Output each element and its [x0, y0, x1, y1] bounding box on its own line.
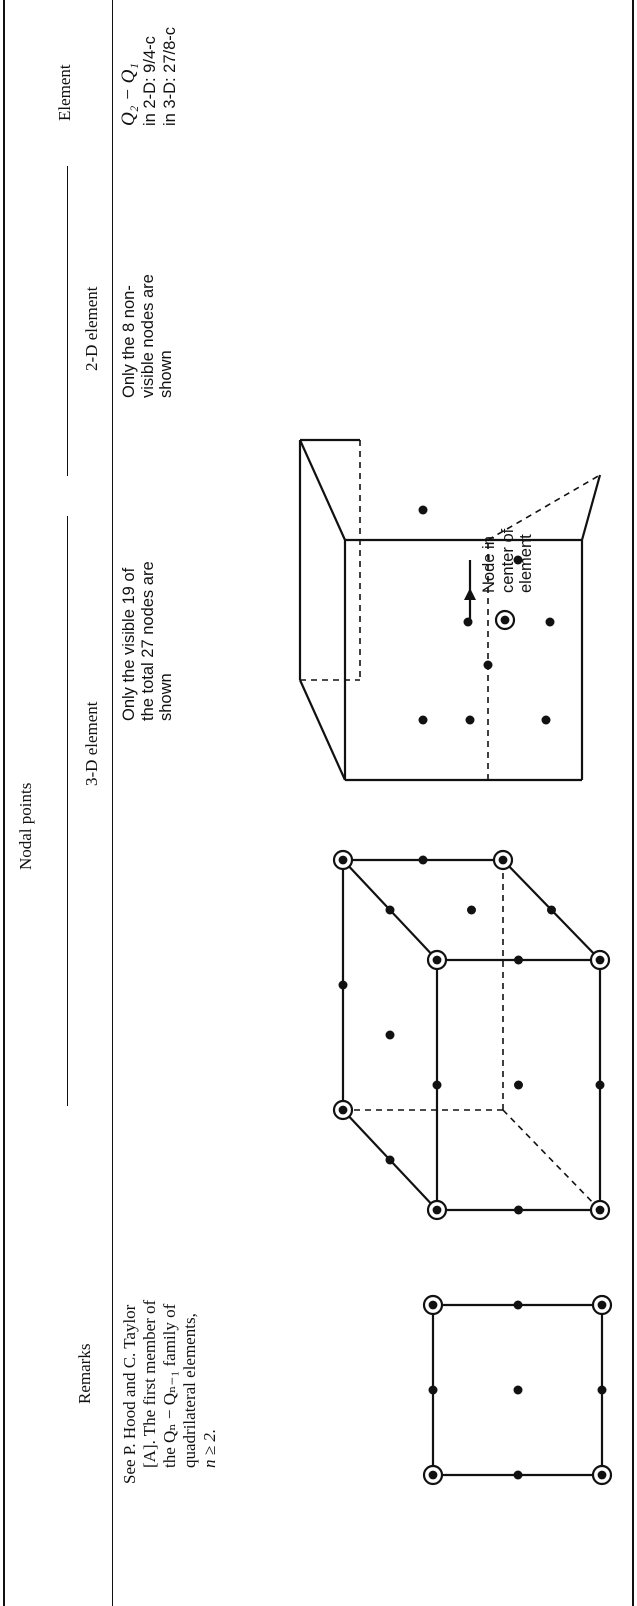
cube2-node [465, 715, 475, 725]
cube2-node [513, 555, 523, 565]
cube2-node [541, 715, 551, 725]
cube-visible-nodes [332, 849, 611, 1221]
square-node [513, 1385, 523, 1395]
cube1-hidden-edge [502, 1109, 601, 1211]
cube2-node [463, 617, 473, 627]
cube1-node [385, 1155, 395, 1165]
cube1-corner-node-center [338, 1105, 348, 1115]
cube1-corner-node-center [498, 855, 508, 865]
cube1-node [514, 1205, 523, 1215]
cube1-corner-node-center [595, 955, 605, 965]
square-node [597, 1385, 607, 1395]
square-node [513, 1300, 523, 1310]
square-corner-node-center [597, 1300, 607, 1310]
callout-arrow [464, 560, 476, 620]
cube2-node [545, 617, 555, 627]
cube1-corner-node-center [338, 855, 348, 865]
callout-line-3: element [517, 534, 535, 593]
cube1-node [467, 905, 476, 915]
cube1-node [385, 905, 395, 915]
cube-nonvisible-nodes [298, 438, 602, 782]
square-node [428, 1385, 438, 1395]
square-corner-node-center [428, 1300, 438, 1310]
cube2-node [418, 715, 428, 725]
cube1-node [514, 1080, 523, 1090]
cube1-corner-node-center [595, 1205, 605, 1215]
square-node [513, 1470, 523, 1480]
cube1-node [432, 1080, 442, 1090]
cube1-node [418, 855, 428, 865]
cube1-corner-node-center [432, 1205, 442, 1215]
square-corner-node-center [597, 1470, 607, 1480]
cube1-corner-node-center [432, 955, 442, 965]
cube1-node [595, 1080, 605, 1090]
cube1-node [514, 955, 523, 965]
cube2-center-node-center [500, 615, 510, 625]
callout-line-1: Node in [480, 536, 498, 593]
square-corner-node-center [428, 1470, 438, 1480]
cube2-edge [298, 679, 347, 781]
cube1-node [338, 980, 348, 990]
cube1-node [385, 1030, 395, 1040]
cube2-node [418, 505, 428, 515]
cube1-node [547, 905, 556, 915]
callout-line-2: center of [498, 528, 517, 593]
callout-arrowhead [464, 588, 476, 600]
square-2d-element [422, 1294, 613, 1486]
cube2-node [483, 660, 493, 670]
cube2-edge [298, 439, 347, 541]
cube2-edge [580, 474, 602, 541]
